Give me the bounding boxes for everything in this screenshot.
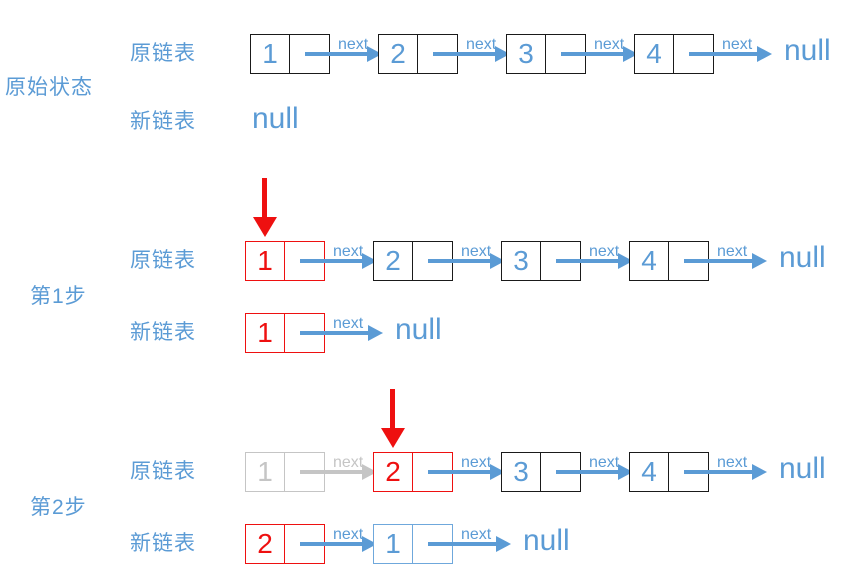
row-label: 新链表 xyxy=(130,110,196,133)
arrow-shaft xyxy=(300,470,364,474)
arrow-shaft xyxy=(433,52,497,56)
arrow-head xyxy=(496,536,511,552)
pointer-arrow-head xyxy=(381,428,405,448)
node-value-cell: 1 xyxy=(246,242,285,280)
node-value-cell: 2 xyxy=(374,453,413,491)
node-value-cell: 1 xyxy=(246,453,285,491)
row-label: 原链表 xyxy=(130,42,196,65)
next-arrow xyxy=(684,464,767,480)
arrow-shaft xyxy=(684,470,754,474)
node-value-cell: 4 xyxy=(630,242,669,280)
next-arrow xyxy=(684,253,767,269)
node-value-cell: 3 xyxy=(502,242,541,280)
null-text: null xyxy=(395,313,442,346)
arrow-shaft xyxy=(300,331,370,335)
arrow-head xyxy=(757,46,772,62)
pointer-arrow-shaft xyxy=(390,389,395,429)
next-label: next xyxy=(333,315,364,332)
node-value-cell: 3 xyxy=(507,35,546,73)
node-value-cell: 4 xyxy=(630,453,669,491)
arrow-head xyxy=(752,253,767,269)
next-label: next xyxy=(589,454,620,471)
list-node: 3 xyxy=(501,452,581,492)
null-text: null xyxy=(779,452,826,485)
node-value-cell: 2 xyxy=(379,35,418,73)
node-value-cell: 3 xyxy=(502,453,541,491)
null-text: null xyxy=(523,524,570,557)
node-value-cell: 1 xyxy=(246,314,285,352)
next-label: next xyxy=(333,526,364,543)
null-text: null xyxy=(784,34,831,67)
arrow-shaft xyxy=(305,52,369,56)
arrow-head xyxy=(368,325,383,341)
arrow-shaft xyxy=(428,470,492,474)
next-label: next xyxy=(333,454,364,471)
list-node: 1 xyxy=(245,241,325,281)
pointer-arrow-shaft xyxy=(262,178,267,218)
next-label: next xyxy=(338,36,369,53)
arrow-shaft xyxy=(300,542,364,546)
arrow-shaft xyxy=(689,52,759,56)
row-label: 新链表 xyxy=(130,532,196,555)
list-node: 2 xyxy=(373,241,453,281)
section-label: 第1步 xyxy=(30,285,87,308)
next-label: next xyxy=(722,36,753,53)
section-label: 第2步 xyxy=(30,496,87,519)
arrow-shaft xyxy=(684,259,754,263)
arrow-shaft xyxy=(556,470,620,474)
next-label: next xyxy=(594,36,625,53)
node-value-cell: 1 xyxy=(251,35,290,73)
arrow-head xyxy=(752,464,767,480)
next-label: next xyxy=(466,36,497,53)
next-label: next xyxy=(461,243,492,260)
arrow-shaft xyxy=(556,259,620,263)
arrow-shaft xyxy=(428,542,498,546)
next-label: next xyxy=(717,243,748,260)
next-label: next xyxy=(333,243,364,260)
next-label: next xyxy=(461,526,492,543)
row-label: 原链表 xyxy=(130,249,196,272)
list-node: 4 xyxy=(629,241,709,281)
next-label: next xyxy=(461,454,492,471)
list-node: 3 xyxy=(506,34,586,74)
next-arrow xyxy=(300,325,383,341)
node-value-cell: 4 xyxy=(635,35,674,73)
null-text: null xyxy=(252,102,299,135)
current-pointer-arrow xyxy=(253,178,277,237)
node-value-cell: 1 xyxy=(374,525,413,563)
arrow-shaft xyxy=(300,259,364,263)
next-arrow xyxy=(428,536,511,552)
null-text: null xyxy=(779,241,826,274)
pointer-arrow-head xyxy=(253,217,277,237)
current-pointer-arrow xyxy=(381,389,405,448)
arrow-shaft xyxy=(561,52,625,56)
section-label: 原始状态 xyxy=(5,76,93,99)
node-value-cell: 2 xyxy=(374,242,413,280)
list-node: 2 xyxy=(378,34,458,74)
next-label: next xyxy=(589,243,620,260)
node-value-cell: 2 xyxy=(246,525,285,563)
next-arrow xyxy=(689,46,772,62)
next-label: next xyxy=(717,454,748,471)
row-label: 新链表 xyxy=(130,321,196,344)
arrow-shaft xyxy=(428,259,492,263)
row-label: 原链表 xyxy=(130,460,196,483)
